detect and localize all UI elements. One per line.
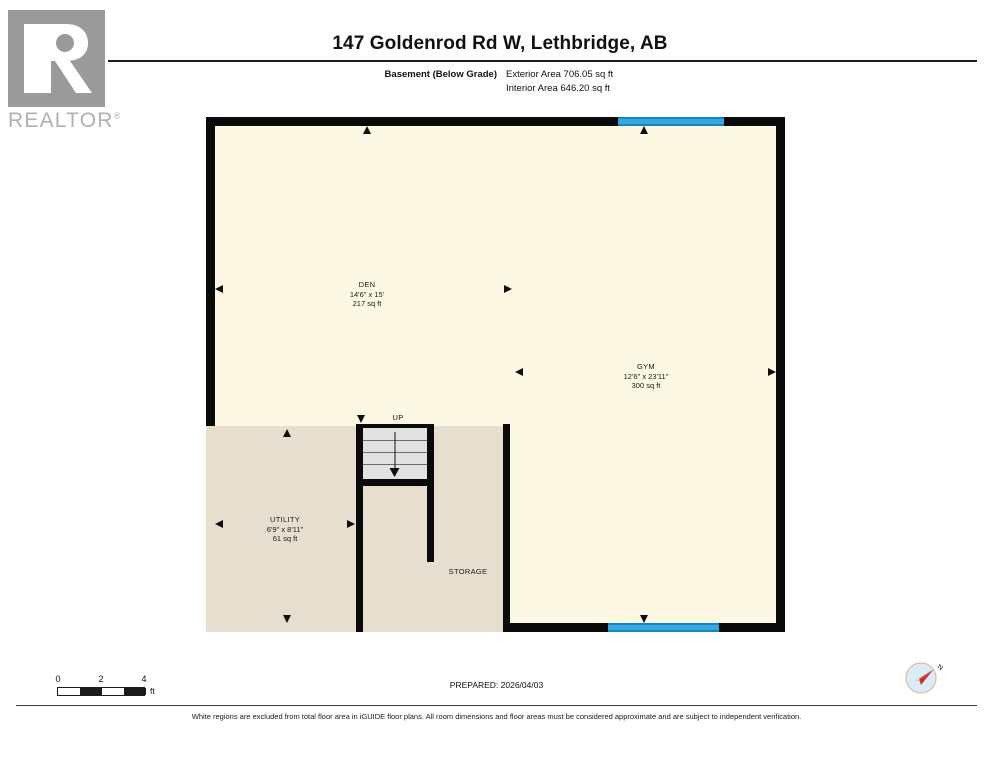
realtor-wordmark-text: REALTOR [8,109,114,132]
room-area-gym: 300 sq ft [631,381,661,390]
utility-partition-wall [356,424,363,632]
dimension-tick-right [347,520,355,528]
staircase [356,424,434,486]
storage-partition-wall [503,424,510,632]
dimension-tick-down [640,615,648,623]
compass-rose-icon: N [902,657,946,697]
scale-unit-label: ft [150,686,155,696]
room-dimensions-gym: 12'6" x 23'11" [623,371,669,381]
dimension-tick-left [215,285,223,293]
window-top-wall [618,117,724,126]
room-name-gym: GYM [637,362,655,371]
exterior-area-value: Exterior Area 706.05 sq ft [506,69,614,80]
area-summary: Basement (Below Grade) Exterior Area 706… [300,68,770,96]
scale-tick-2: 2 [98,674,104,684]
scale-tick-0: 0 [55,674,61,684]
dimension-tick-up [640,126,648,134]
dimension-tick-up [283,429,291,437]
disclaimer-text: White regions are excluded from total fl… [191,712,802,721]
dimension-tick-down [357,415,365,423]
scale-segment [80,688,102,695]
dimension-tick-right [768,368,776,376]
room-area-den: 217 sq ft [352,299,382,308]
room-label-den: DEN 14'6" x 15' 217 sq ft [350,280,384,309]
realtor-logo: REALTOR® [8,10,120,132]
dimension-tick-right [504,285,512,293]
stair-direction-arrow-icon [389,432,400,477]
stair-stub-wall [427,486,434,562]
room-dimensions-den: 14'6" x 15' [349,289,385,299]
interior-area-value: Interior Area 646.20 sq ft [506,83,611,94]
stair-up-label: UP [392,413,404,422]
dimension-tick-left [515,368,523,376]
area-row-exterior: Basement (Below Grade) Exterior Area 706… [300,68,770,82]
window-bottom-wall [608,623,719,632]
room-name-utility: UTILITY [269,515,301,524]
dimension-tick-down [283,615,291,623]
svg-text:N: N [936,664,944,673]
page-title: 147 Goldenrod Rd W, Lethbridge, AB [332,33,668,54]
prepared-date: PREPARED: 2026/04/03 [449,680,544,690]
stair-treads [363,428,427,479]
room-label-gym: GYM 12'6" x 23'11" 300 sq ft [624,362,669,391]
scale-segment [124,688,146,695]
area-row-interior: Interior Area 646.20 sq ft [300,82,770,96]
room-area-utility: 61 sq ft [272,534,298,543]
scale-track [57,687,146,696]
registered-mark-icon: ® [113,111,122,121]
room-label-utility: UTILITY 6'9" x 8'11" 61 sq ft [267,515,303,544]
realtor-wordmark: REALTOR® [8,109,122,133]
room-label-storage: STORAGE [449,567,488,577]
scale-tick-4: 4 [141,674,147,684]
room-dimensions-utility: 6'9" x 8'11" [266,524,304,534]
floor-plan-drawing: DEN 14'6" x 15' 217 sq ft GYM 12'6" x 23… [206,117,785,632]
room-name-storage: STORAGE [448,567,488,576]
header-divider [108,60,977,62]
room-name-den: DEN [358,280,376,289]
dimension-tick-up [363,126,371,134]
dimension-tick-left [215,520,223,528]
scale-bar: 0 2 4 ft [55,674,167,700]
level-label: Basement (Below Grade) [384,69,497,80]
footer-divider [16,705,977,706]
realtor-r-mark-icon [8,10,105,107]
